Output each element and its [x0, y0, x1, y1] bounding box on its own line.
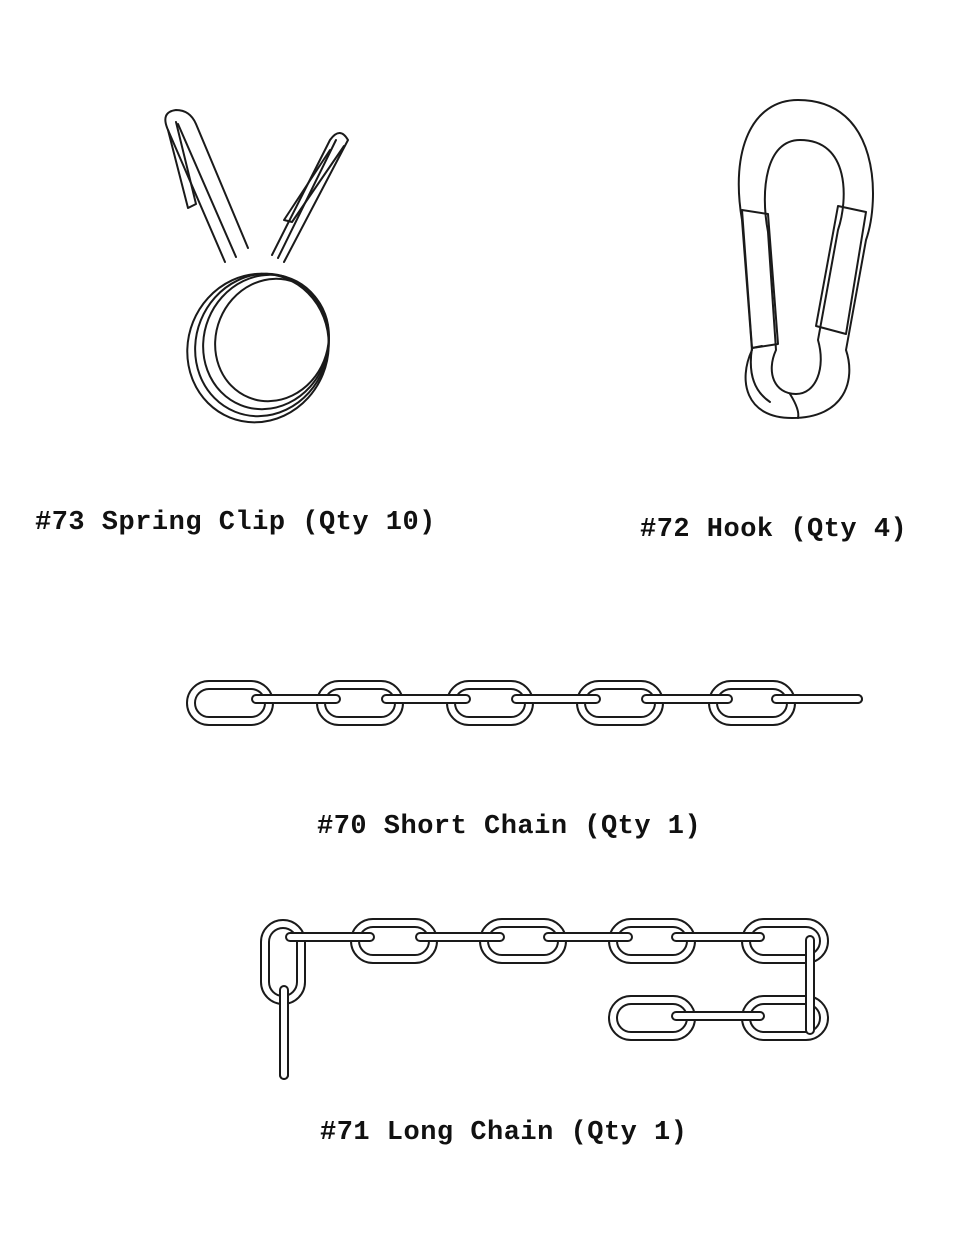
spring-clip-label: #73 Spring Clip (Qty 10) [35, 508, 436, 538]
long-chain-label: #71 Long Chain (Qty 1) [320, 1118, 687, 1148]
spring-clip-drawing [165, 110, 351, 444]
short-chain-drawing [187, 681, 858, 725]
hook-drawing [739, 100, 873, 418]
long-chain-drawing [261, 919, 828, 1075]
short-chain-label: #70 Short Chain (Qty 1) [317, 812, 701, 842]
hook-label: #72 Hook (Qty 4) [640, 515, 907, 545]
